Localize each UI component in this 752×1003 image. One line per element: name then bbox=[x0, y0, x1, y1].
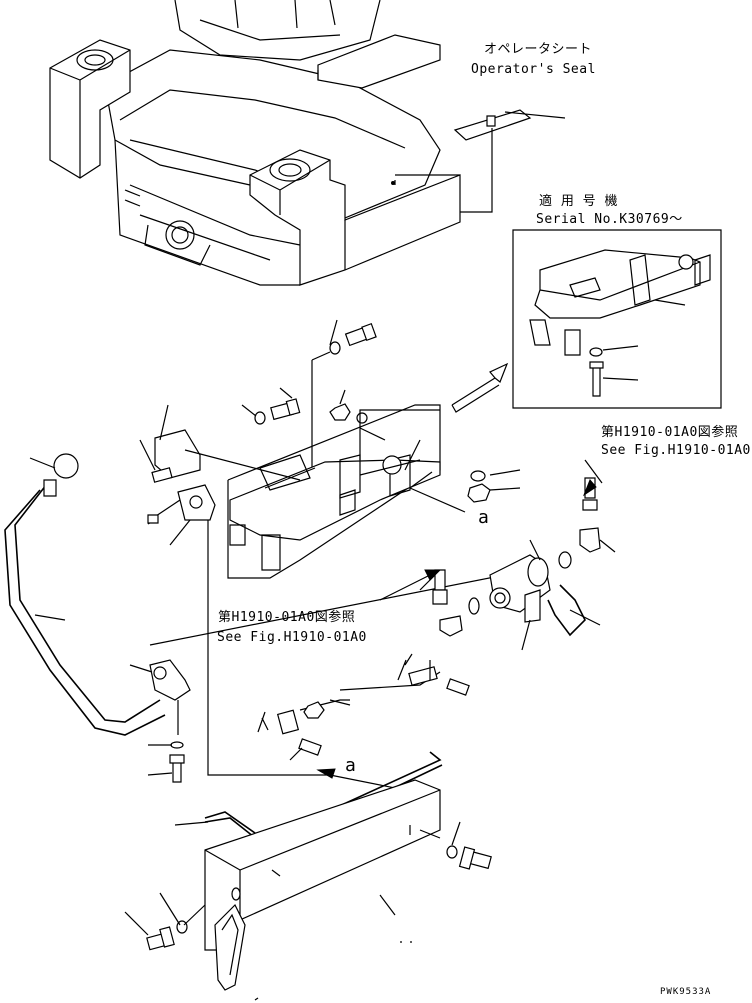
reference-label-mid-en: See Fig.H1910-01A0 bbox=[217, 630, 367, 645]
operator-seat-illustration bbox=[50, 0, 460, 285]
bolts-and-nuts-middle bbox=[242, 320, 385, 470]
view-a-marker-2: a bbox=[345, 755, 357, 776]
reference-label-mid-jp: 第H1910-01A0図参照 bbox=[218, 610, 356, 625]
operator-seat-label-jp: オペレータシート bbox=[484, 42, 593, 57]
reference-label-top-en: See Fig.H1910-01A0 bbox=[601, 443, 751, 458]
serial-inset-box bbox=[452, 230, 721, 412]
leader-lines bbox=[360, 460, 432, 488]
serial-label-jp: 適 用 号 機 bbox=[539, 194, 618, 209]
serial-number-label: Serial No.K30769～ bbox=[536, 212, 683, 227]
main-bracket-assembly bbox=[228, 405, 465, 578]
callout-arrows bbox=[318, 460, 602, 795]
lower-cover-parts bbox=[125, 752, 491, 1000]
drawing-number: PWK9533A bbox=[660, 987, 712, 997]
reference-label-top-jp: 第H1910-01A0図参照 bbox=[601, 425, 739, 440]
view-a-marker-1: a bbox=[478, 507, 490, 528]
lever-assembly bbox=[5, 454, 190, 782]
valve-cable-assembly bbox=[150, 540, 600, 760]
operator-seat-label-en: Operator's Seal bbox=[471, 62, 596, 77]
left-bracket-parts bbox=[140, 405, 330, 775]
seat-bracket-plate bbox=[395, 110, 565, 212]
